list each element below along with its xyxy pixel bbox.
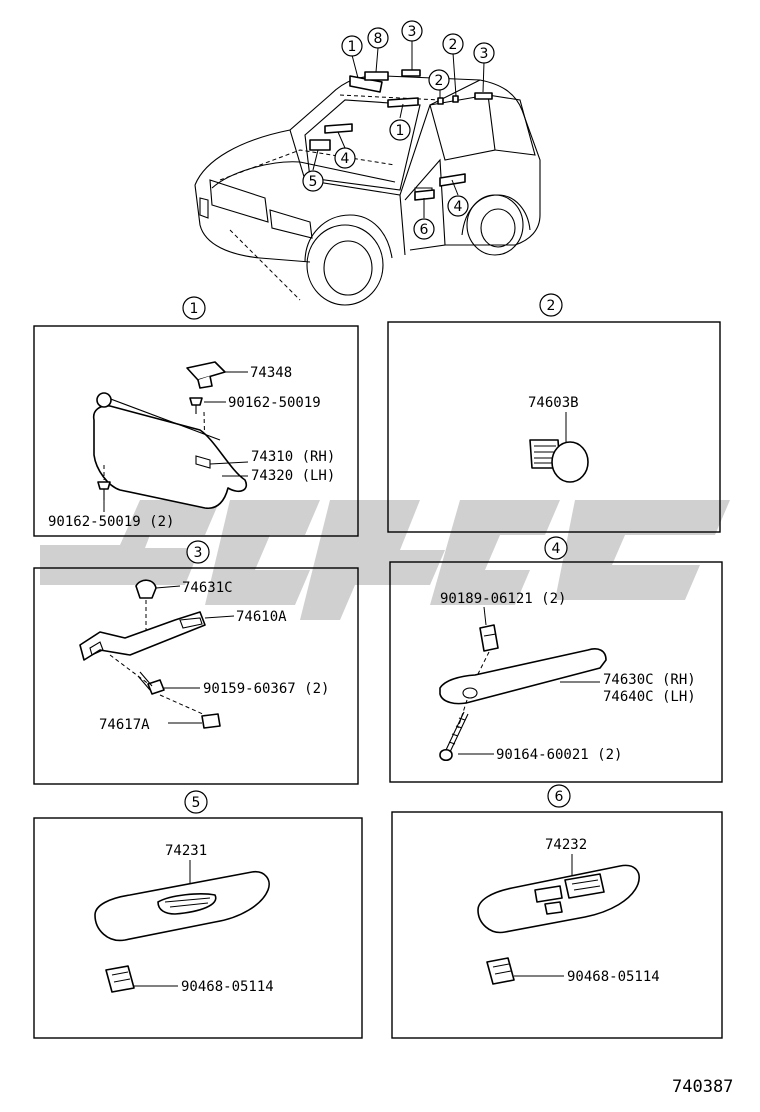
part-label: 74603B — [528, 395, 579, 411]
part-label: 90159-60367 (2) — [203, 681, 329, 697]
section-number-circle — [182, 296, 206, 320]
section-frame — [33, 817, 363, 1039]
overview-callout: 1 — [348, 39, 357, 55]
part-label: 90162-50019 — [228, 395, 321, 411]
part-label: 74610A — [236, 609, 287, 625]
callout-circle — [473, 42, 495, 64]
callout-circle — [447, 195, 469, 217]
section-5: 5 74231 90468-05114 — [33, 790, 363, 1039]
callout-circle — [367, 27, 389, 49]
overview-callout: 5 — [309, 174, 318, 190]
part-label: 74231 — [165, 843, 207, 859]
section-number-circle — [547, 784, 571, 808]
section-number-circle — [539, 293, 563, 317]
callout-circle — [442, 33, 464, 55]
section-number: 2 — [547, 298, 556, 314]
part-label: 74631C — [182, 580, 233, 596]
callout-circle — [401, 20, 423, 42]
overview-callout: 8 — [374, 31, 383, 47]
section-3: 3 74631C 74610A 90159-60367 (2) 74617A — [33, 540, 359, 785]
part-label: 74310 (RH) — [251, 449, 335, 465]
part-label: 74617A — [99, 717, 150, 733]
part-label: 90468-05114 — [181, 979, 274, 995]
part-label: 90164-60021 (2) — [496, 747, 622, 763]
overview-callout: 4 — [341, 151, 350, 167]
section-number: 3 — [194, 545, 203, 561]
section-frame — [33, 325, 359, 537]
section-frame — [33, 567, 359, 785]
part-label: 74232 — [545, 837, 587, 853]
section-number: 5 — [192, 795, 201, 811]
part-label: 74630C (RH) — [603, 672, 696, 688]
section-number-circle — [184, 790, 208, 814]
section-2: 2 74603B — [387, 293, 721, 533]
overview-callout: 2 — [435, 73, 444, 89]
vehicle-overview: 1 8 3 2 2 3 1 4 5 4 6 — [194, 20, 541, 306]
section-number: 4 — [552, 541, 561, 557]
overview-callout: 2 — [449, 37, 458, 53]
section-4: 4 90189-06121 (2) 74630C (RH) 74640C (LH… — [389, 536, 723, 783]
callout-circle — [389, 119, 411, 141]
overview-callout: 3 — [480, 46, 489, 62]
part-label: 74640C (LH) — [603, 689, 696, 705]
section-frame — [389, 561, 723, 783]
watermark-logo — [40, 500, 730, 620]
diagram-code: 740387 — [672, 1077, 733, 1097]
overview-callout: 1 — [396, 123, 405, 139]
section-number: 6 — [555, 789, 564, 805]
part-label: 74348 — [250, 365, 292, 381]
section-number-circle — [544, 536, 568, 560]
part-label: 90189-06121 (2) — [440, 591, 566, 607]
section-number-circle — [186, 540, 210, 564]
callout-circle — [302, 170, 324, 192]
section-number: 1 — [190, 301, 199, 317]
callout-circle — [428, 69, 450, 91]
callout-circle — [334, 147, 356, 169]
overview-callout: 4 — [454, 199, 463, 215]
section-1: 1 74348 90162-50019 74310 (RH) 74320 (LH… — [33, 296, 359, 537]
section-6: 6 74232 90468-05114 — [391, 784, 723, 1039]
overview-callout: 6 — [420, 222, 429, 238]
callout-circle — [413, 218, 435, 240]
section-frame — [387, 321, 721, 533]
overview-callout: 3 — [408, 24, 417, 40]
section-frame — [391, 811, 723, 1039]
part-label: 74320 (LH) — [251, 468, 335, 484]
part-label: 90468-05114 — [567, 969, 660, 985]
part-label: 90162-50019 (2) — [48, 514, 174, 530]
callout-circle — [341, 35, 363, 57]
